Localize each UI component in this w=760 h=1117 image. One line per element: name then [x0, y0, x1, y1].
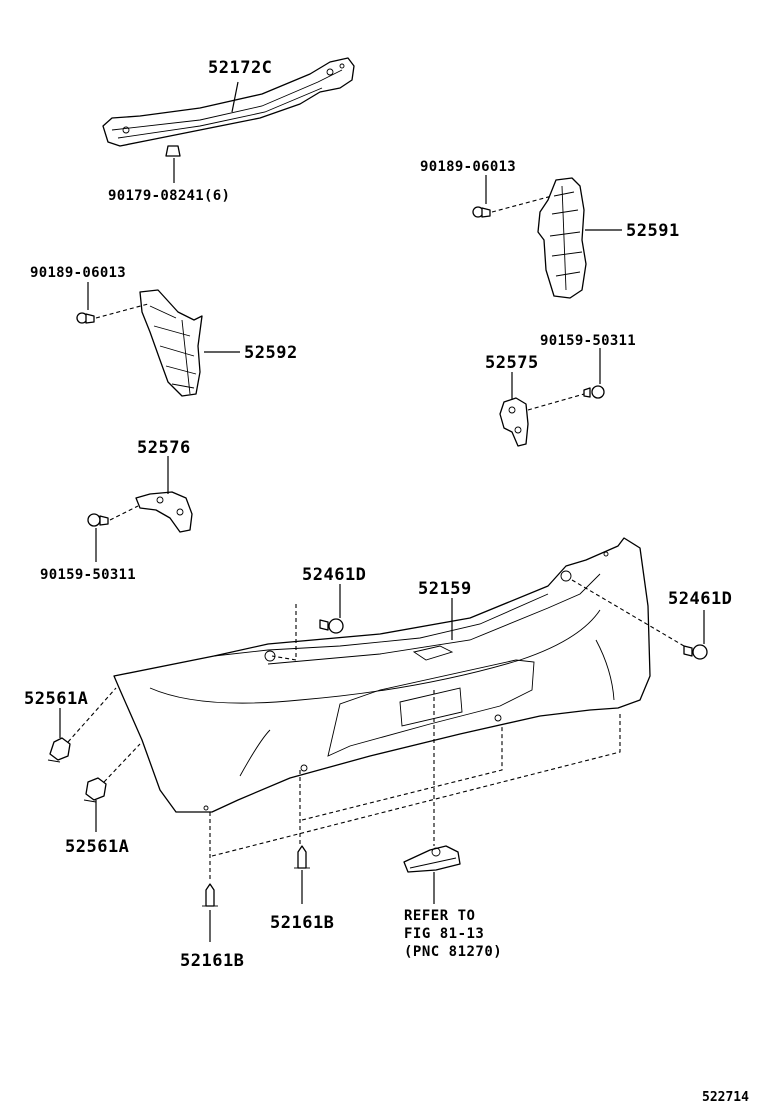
part-52172c-reinforcement[interactable] [102, 57, 355, 157]
screw-90189-right[interactable] [472, 206, 491, 218]
part-52592-bracket-left[interactable] [139, 289, 203, 397]
license-lamp-assembly[interactable] [403, 845, 461, 873]
screw-52461d-right[interactable] [683, 644, 708, 660]
label-52172c: 52172C [208, 58, 272, 78]
nut-90179 [165, 145, 181, 157]
label-52461d-right: 52461D [668, 589, 732, 609]
part-52575-retainer-right[interactable] [499, 397, 529, 447]
screw-90159-right[interactable] [583, 385, 605, 399]
reference-line-3: (PNC 81270) [404, 944, 502, 960]
screw-90159-left[interactable] [87, 513, 109, 527]
reference-line-2: FIG 81-13 [404, 926, 484, 942]
label-90189-06013-left: 90189-06013 [30, 265, 126, 281]
figure-number: 522714 [702, 1090, 749, 1105]
part-52591-bracket-right[interactable] [537, 177, 587, 299]
label-52461d-center: 52461D [302, 565, 366, 585]
label-90159-50311-right: 90159-50311 [540, 333, 636, 349]
clip-52561a-lower[interactable] [83, 777, 107, 803]
screw-90189-left[interactable] [76, 312, 95, 324]
label-52592: 52592 [244, 343, 298, 363]
pin-52161b-center[interactable] [294, 845, 310, 869]
reference-line-1: REFER TO [404, 908, 475, 924]
label-90179-08241: 90179-08241(6) [108, 188, 230, 204]
label-52561a-lower: 52561A [65, 837, 129, 857]
part-52159-bumper-cover[interactable] [113, 537, 651, 813]
label-52161b-center: 52161B [270, 913, 334, 933]
clip-52561a-upper[interactable] [47, 737, 71, 763]
screw-52461d-center[interactable] [319, 618, 344, 634]
label-52161b-bottom: 52161B [180, 951, 244, 971]
label-52575: 52575 [485, 353, 539, 373]
label-52576: 52576 [137, 438, 191, 458]
pin-52161b-bottom[interactable] [202, 883, 218, 907]
label-90189-06013-right: 90189-06013 [420, 159, 516, 175]
label-52159: 52159 [418, 579, 472, 599]
part-52576-retainer-left[interactable] [135, 491, 193, 533]
label-52561a-upper: 52561A [24, 689, 88, 709]
label-90159-50311-left: 90159-50311 [40, 567, 136, 583]
label-52591: 52591 [626, 221, 680, 241]
